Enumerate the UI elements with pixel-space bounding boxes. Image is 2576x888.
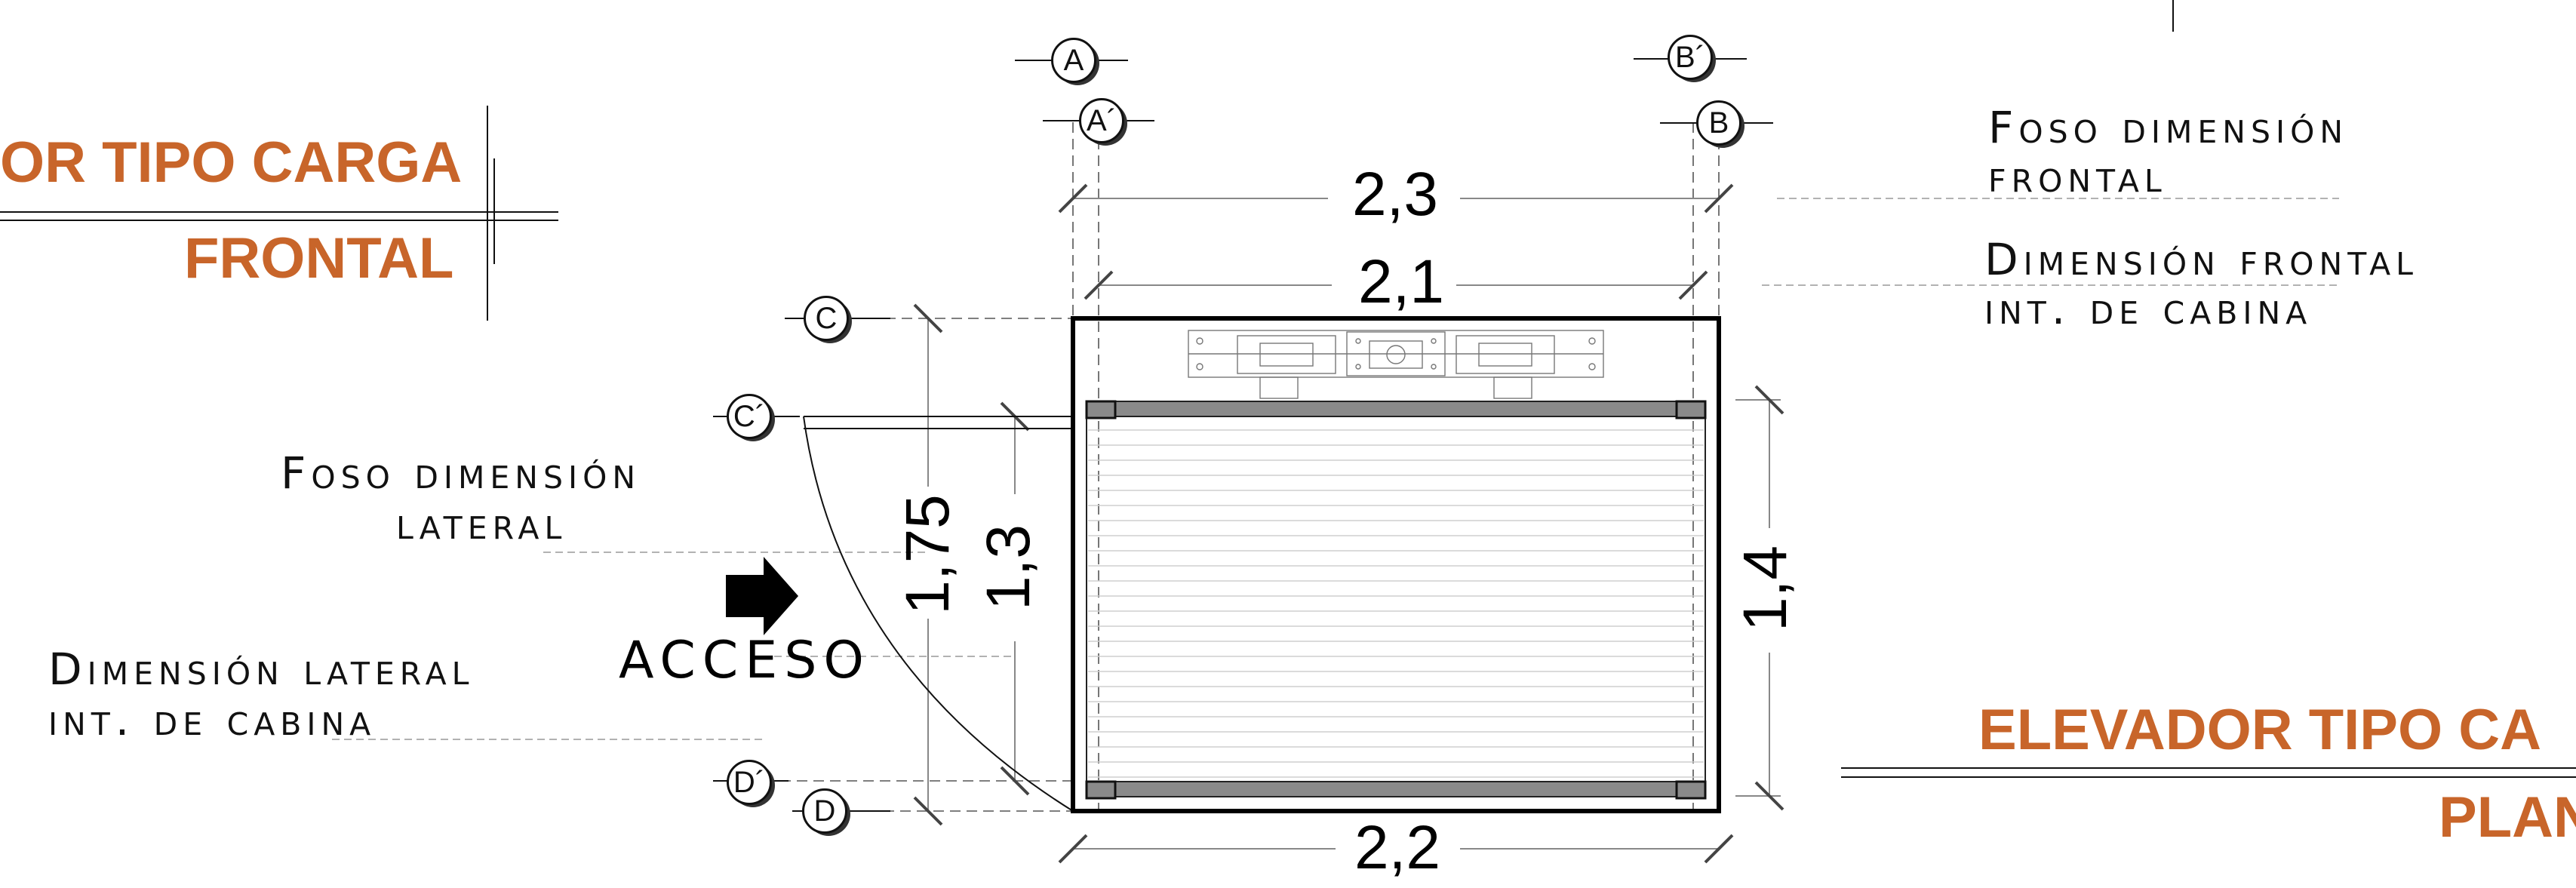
dimension-base: 2,2	[1354, 813, 1440, 882]
left-title-separator	[0, 106, 558, 321]
bottom-right-post	[1675, 780, 1707, 800]
shaft-outline	[1071, 316, 1721, 813]
axis-bubble-b-prime: B´	[1668, 35, 1713, 80]
dimension-cabina-frontal: 2,1	[1358, 247, 1444, 316]
bottom-rail	[1086, 781, 1706, 797]
note-foso-frontal-line1: Foso dimensión	[1988, 102, 2349, 153]
access-label: ACCESO	[619, 631, 871, 690]
bottom-left-post	[1085, 780, 1117, 800]
arrow-right-icon	[726, 557, 798, 635]
top-left-post	[1085, 400, 1117, 419]
cabin-floor-hatch	[1088, 429, 1704, 778]
cabin-outline	[1086, 403, 1706, 797]
axis-bubble-a: A	[1051, 38, 1096, 83]
top-rail	[1086, 401, 1706, 417]
title-left-line1: OR TIPO CARGA	[0, 131, 463, 195]
right-title-separator	[1841, 0, 2576, 778]
note-dim-frontal-line2: int. de cabina	[1984, 283, 2313, 334]
note-dim-lateral-line1: Dimensión lateral	[48, 644, 475, 695]
title-right-line1: ELEVADOR TIPO CA	[1978, 698, 2541, 762]
axis-bubble-c-prime: C´	[727, 394, 772, 439]
note-leaders	[332, 198, 2339, 740]
note-dim-lateral-line2: int. de cabina	[48, 694, 377, 745]
dimension-cabina-lateral: 1,3	[974, 524, 1043, 610]
axis-bubble-b: B	[1696, 100, 1741, 146]
machinery-block	[1188, 330, 1604, 399]
axis-bubble-c: C	[804, 296, 849, 341]
dimension-foso-frontal: 2,3	[1352, 160, 1438, 229]
note-foso-lateral-line1: Foso dimensión	[281, 447, 641, 499]
axis-bubble-d-prime: D´	[727, 760, 772, 805]
axis-bubble-a-prime: A´	[1079, 98, 1124, 143]
note-foso-frontal-line2: frontal	[1988, 151, 2167, 202]
dimension-lines	[927, 198, 1781, 850]
top-right-post	[1675, 400, 1707, 419]
dimension-foso-lateral: 1,75	[893, 494, 962, 615]
title-right-line2: PLAN	[2439, 785, 2576, 850]
note-foso-lateral-line2: lateral	[396, 498, 567, 549]
note-dim-frontal-line1: Dimensión frontal	[1984, 234, 2418, 285]
bubble-leaders	[713, 58, 1773, 812]
axis-bubble-d: D	[802, 788, 847, 834]
dimension-ticks	[913, 183, 1784, 864]
dimension-derecha: 1,4	[1731, 545, 1800, 631]
title-left-line2: FRONTAL	[184, 226, 454, 290]
door-swing	[803, 416, 1074, 812]
axis-lines	[747, 122, 1720, 812]
